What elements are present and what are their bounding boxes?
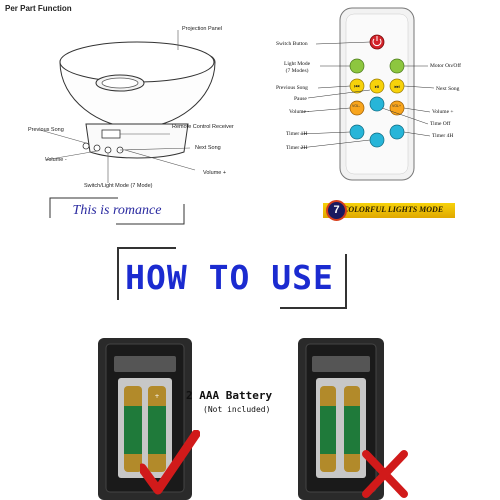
battery-correct-illustration: + [98,338,192,500]
vol-plus-text: VOL+ [392,104,402,108]
volume-plus-remote-label: Volume + [432,109,454,115]
timer-1h-label: Timer 1H [286,131,308,137]
romance-banner: This is romance [48,196,186,226]
switch-button-label: Switch Button [276,41,308,47]
volume-minus-remote-label: Volume - [289,109,310,115]
svg-text:⏮: ⏮ [354,84,360,91]
time-off-button [369,96,385,112]
svg-text:⏭: ⏭ [394,84,400,91]
vol-minus-text: VOL- [352,104,361,108]
colorful-lights-text: COLORFUL LIGHTS MODE [343,205,444,214]
timer-4h-label: Timer 4H [432,133,454,139]
remote-illustration: ⏮ ⏯ ⏭ [299,7,435,181]
banner-frame [49,197,185,225]
previous-song-label: Previous Song [28,127,64,133]
switch-light-mode-label: Switch/Light Mode (7 Mode) [84,183,153,189]
how-to-use-title: HOW TO USE [125,258,334,297]
svg-text:+: + [154,393,159,400]
timer-2h-label: Timer 2H [286,145,308,151]
remote-receiver-label: Remote Control Receiver [172,124,234,130]
svg-text:⏯: ⏯ [375,84,380,91]
previous-song-remote-label: Previous Song [276,85,308,91]
volume-plus-label: Volume + [203,170,227,176]
time-off-label: Time Off [430,121,451,127]
banner-text: This is romance [72,203,162,218]
mode-count-badge: 7 [326,200,347,221]
projection-panel-label: Projection Panel [182,26,223,32]
play-pause-button [369,78,385,94]
device-diagram-title: Per Part Function [5,4,72,13]
next-song-label: Next Song [195,145,221,151]
cross-icon [362,450,408,498]
device-illustration [39,30,216,183]
battery-label: 2 AAA Battery [186,389,273,402]
colorful-lights-badge: COLORFUL LIGHTS MODE [323,203,455,218]
volume-minus-label: Volume - [45,157,67,163]
light-mode-label: Light Mode (7 Modes) [284,61,311,74]
pause-label: Pause [294,96,307,102]
not-included-label: (Not included) [203,405,271,414]
next-song-remote-label: Next Song [436,86,460,92]
checkmark-icon [140,430,200,495]
motor-label: Motor On/Off [430,63,461,69]
battery-wrong-illustration [298,338,384,500]
